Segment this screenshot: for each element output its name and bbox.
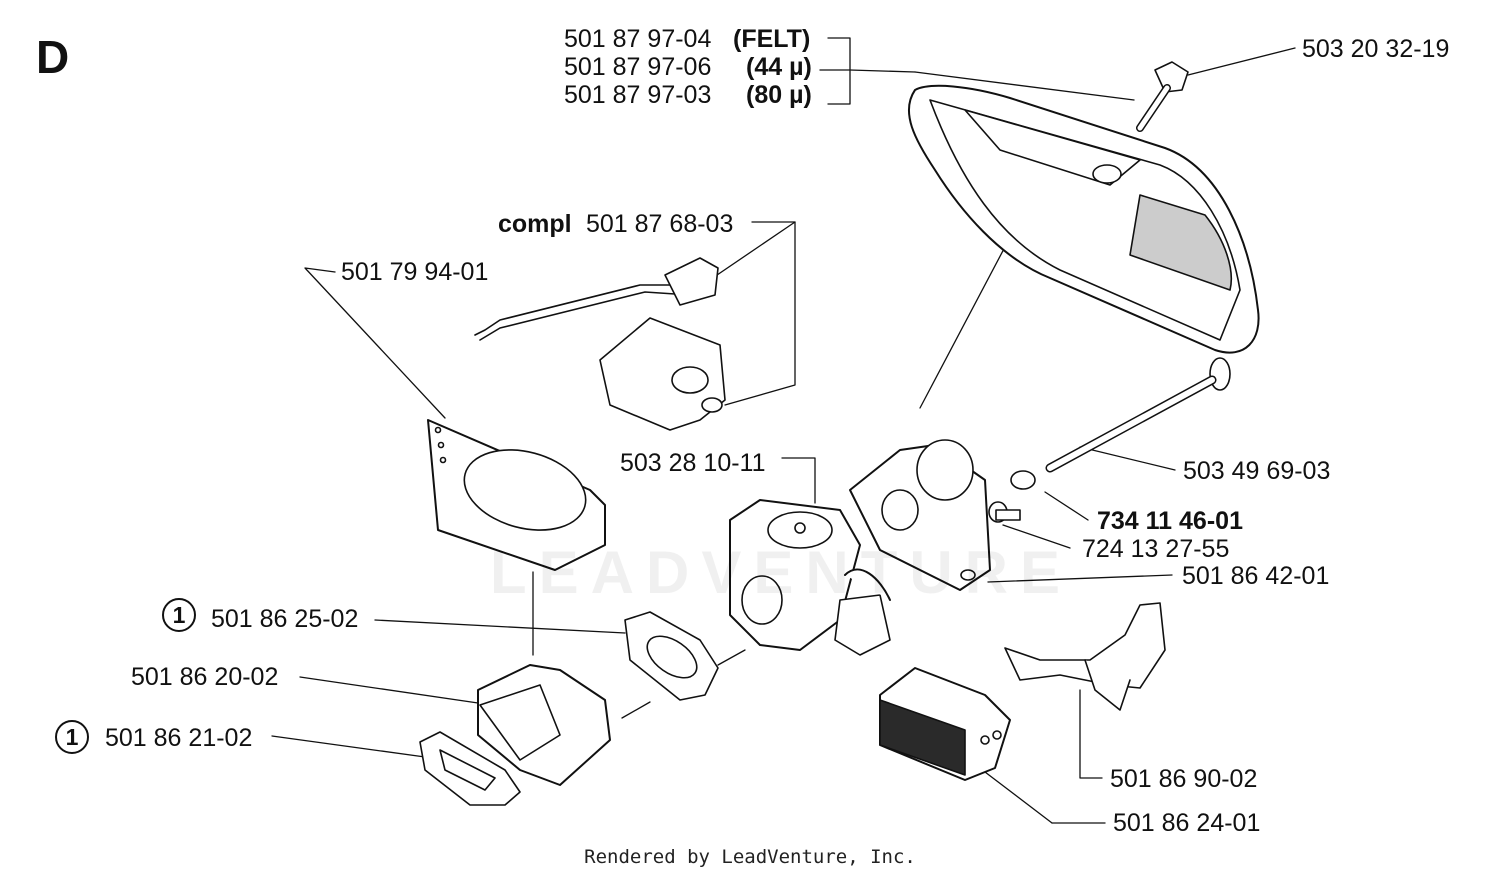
label-washer: 734 11 46-01 bbox=[1097, 507, 1243, 535]
label-compl-part: 501 87 68-03 bbox=[586, 210, 734, 238]
label-felt-note: (FELT) bbox=[733, 25, 811, 53]
label-filter-bottom: 501 86 24-01 bbox=[1113, 809, 1261, 837]
label-choke-lever: 501 86 90-02 bbox=[1110, 765, 1258, 793]
label-long-bolt: 503 49 69-03 bbox=[1183, 457, 1331, 485]
label-gasket-small: 501 86 25-02 bbox=[211, 605, 359, 633]
washer bbox=[1010, 470, 1036, 490]
label-intake: 501 86 20-02 bbox=[131, 663, 279, 691]
label-small-screw: 724 13 27-55 bbox=[1082, 535, 1230, 563]
label-felt-part: 501 87 97-04 bbox=[564, 25, 712, 53]
callout-marker-1a: 1 bbox=[162, 598, 196, 632]
label-adapter: 501 86 42-01 bbox=[1182, 562, 1330, 590]
label-compl-prefix: compl bbox=[498, 210, 572, 238]
label-filter44-part: 501 87 97-06 bbox=[564, 53, 712, 81]
intake-block bbox=[477, 664, 611, 786]
section-letter: D bbox=[36, 31, 70, 83]
footer-credit: Rendered by LeadVenture, Inc. bbox=[584, 846, 916, 868]
air-filter-cover bbox=[907, 84, 1260, 354]
gasket-bottom bbox=[419, 731, 521, 806]
watermark: LEADVENTURE bbox=[490, 539, 1073, 606]
carburetor bbox=[729, 499, 891, 656]
label-gasket-plate: 501 79 94-01 bbox=[341, 258, 489, 286]
label-gasket-bottom: 501 86 21-02 bbox=[105, 724, 253, 752]
screw-top bbox=[1136, 61, 1189, 132]
choke-lever bbox=[1004, 602, 1166, 711]
adapter bbox=[849, 439, 991, 591]
long-bolt bbox=[1045, 357, 1231, 473]
gasket-plate bbox=[427, 419, 606, 571]
gasket-small bbox=[624, 611, 719, 701]
leader-lines bbox=[271, 37, 1296, 824]
callout-marker-1b: 1 bbox=[55, 720, 89, 754]
label-filter80-note: (80 µ) bbox=[746, 81, 812, 109]
small-screw bbox=[988, 501, 1021, 523]
throttle-bracket bbox=[474, 257, 726, 431]
label-carburetor: 503 28 10-11 bbox=[620, 449, 766, 477]
label-filter80-part: 501 87 97-03 bbox=[564, 81, 712, 109]
label-screw-top: 503 20 32-19 bbox=[1302, 35, 1450, 63]
filter-bottom bbox=[879, 667, 1011, 781]
label-filter44-note: (44 µ) bbox=[746, 53, 812, 81]
